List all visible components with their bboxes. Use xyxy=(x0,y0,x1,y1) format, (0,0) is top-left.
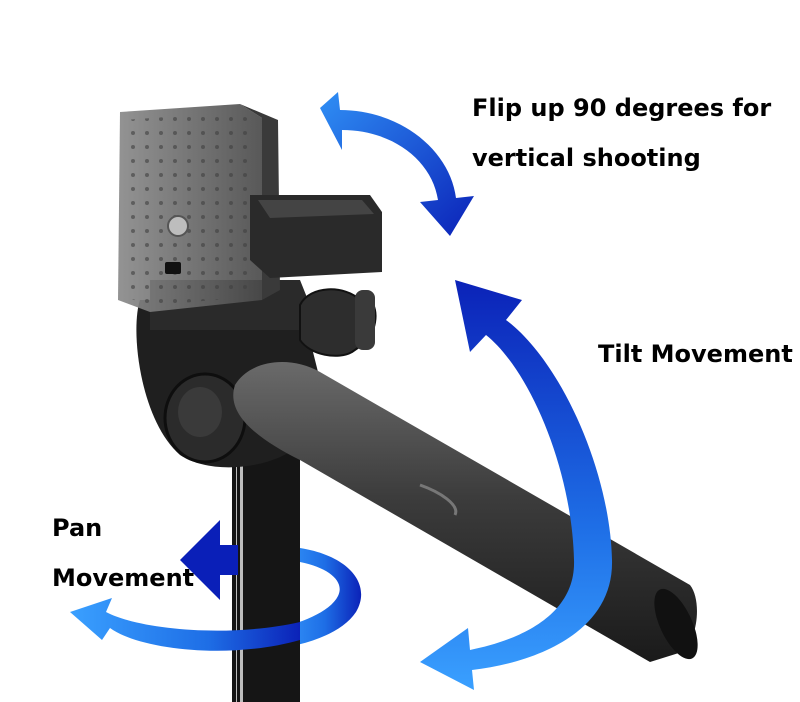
pan-arrow-front xyxy=(70,598,300,651)
pan-handle xyxy=(233,362,698,662)
flip-caption-line2: vertical shooting xyxy=(472,144,701,172)
tilt-knob xyxy=(299,288,377,357)
pan-caption-line1: Pan xyxy=(52,514,103,542)
quick-release-platform xyxy=(165,195,382,278)
flip-arrow xyxy=(320,92,474,236)
pan-caption-line2: Movement xyxy=(52,564,195,592)
pan-small-arrow xyxy=(180,520,238,600)
tilt-arrow xyxy=(420,280,613,690)
flip-caption-line1: Flip up 90 degrees for xyxy=(472,94,772,122)
tilt-caption: Tilt Movement xyxy=(598,340,793,368)
tripod-pole xyxy=(232,440,300,702)
